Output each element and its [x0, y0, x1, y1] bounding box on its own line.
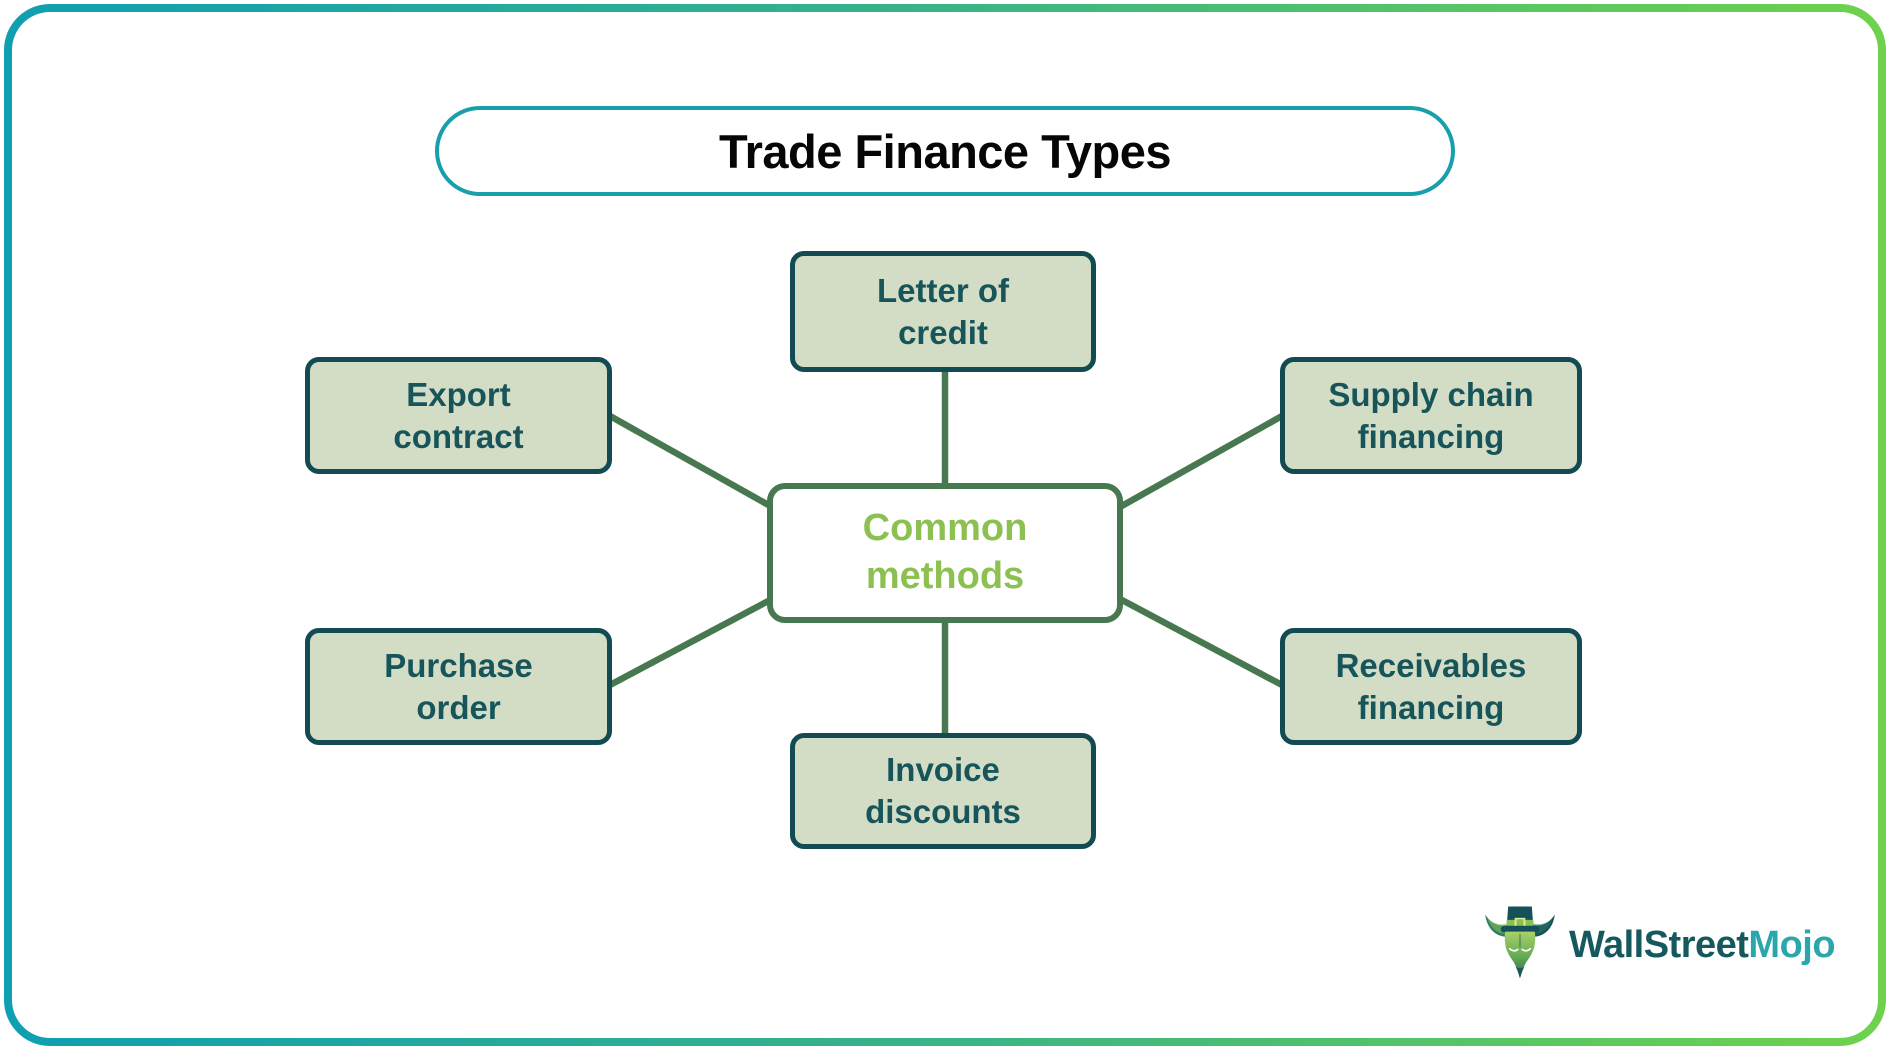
node-common-methods: Common methods [767, 483, 1123, 623]
logo-text-wallstreet: WallStreet [1569, 923, 1749, 966]
bull-mascot-icon [1485, 906, 1555, 979]
connector-upper-left [606, 412, 776, 511]
connector-lower-left [606, 595, 776, 689]
node-label: Export contract [393, 375, 524, 455]
node-label: Invoice discounts [865, 751, 1021, 830]
node-letter-of-credit: Letter of credit [790, 251, 1096, 372]
connector-upper-right [1116, 412, 1286, 511]
node-label: Receivables financing [1335, 646, 1527, 726]
logo-text-mojo: Mojo [1748, 923, 1836, 966]
node-invoice-discounts: Invoice discounts [790, 733, 1096, 849]
node-label: Letter of credit [877, 271, 1009, 351]
node-purchase-order: Purchase order [305, 628, 612, 745]
node-label: Supply chain financing [1328, 375, 1534, 455]
node-export-contract: Export contract [305, 357, 612, 474]
center-node-label: Common methods [862, 507, 1028, 597]
node-receivables-financing: Receivables financing [1280, 628, 1582, 745]
diagram-title-pill: Trade Finance Types [435, 106, 1455, 196]
node-label: Purchase order [384, 646, 533, 726]
page-title: Trade Finance Types [719, 124, 1171, 178]
logo-wordmark: WallStreetMojo [1569, 923, 1836, 967]
wallstreetmojo-logo: WallStreetMojo [1483, 903, 1836, 987]
connector-lower-right [1116, 595, 1286, 689]
node-supply-chain-financing: Supply chain financing [1280, 357, 1582, 474]
